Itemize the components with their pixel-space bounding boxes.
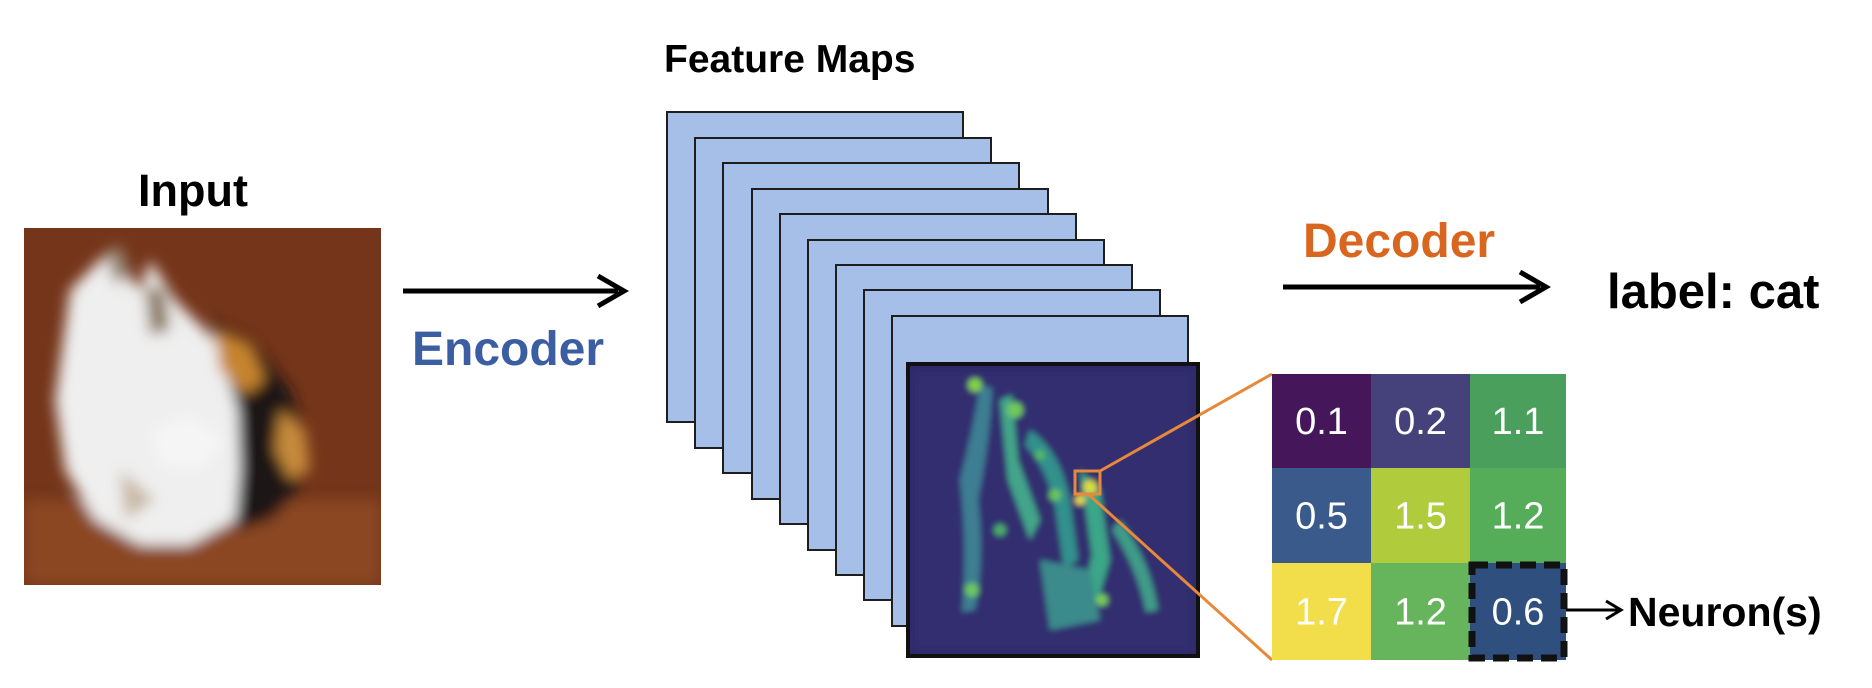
neuron-cell-value: 0.2 (1394, 401, 1447, 443)
neuron-cell-value: 1.5 (1394, 496, 1447, 538)
neuron-cell-value: 1.2 (1492, 496, 1545, 538)
decoder-label: Decoder (1303, 215, 1496, 268)
neuron-cell-value: 0.1 (1295, 401, 1348, 443)
zoom-region-marker (1073, 469, 1102, 496)
neuron-cell-value: 0.5 (1295, 496, 1348, 538)
neuron-cell-value: 1.1 (1492, 401, 1545, 443)
neuron-grid: 0.1 0.2 1.1 0.5 1.5 1.2 1.7 1.2 0.6 (1272, 374, 1568, 662)
input-title: Input (138, 165, 248, 216)
encoder-label: Encoder (412, 323, 605, 376)
neuron-cell (1371, 563, 1470, 660)
neuron-cell-value: 1.2 (1394, 592, 1447, 634)
neuron-cell (1371, 468, 1470, 563)
zoom-lines (1086, 372, 1274, 662)
output-label: label: cat (1607, 265, 1820, 319)
input-image (24, 228, 381, 585)
neuron-label: Neuron(s) (1628, 589, 1822, 635)
selected-neuron-outline (1468, 561, 1568, 662)
neuron-arrow (1566, 599, 1624, 621)
neuron-cell-value: 0.6 (1492, 592, 1545, 634)
neuron-cell (1470, 563, 1566, 660)
neuron-cell (1470, 374, 1566, 468)
encoder-arrow (403, 273, 630, 309)
neuron-cell-value: 1.7 (1295, 592, 1348, 634)
neuron-cell (1272, 374, 1371, 468)
feature-maps-title: Feature Maps (664, 38, 916, 81)
neuron-cell (1470, 468, 1566, 563)
neuron-cell (1272, 468, 1371, 563)
heatmap-feature-map (906, 362, 1200, 658)
neuron-cell (1272, 563, 1371, 660)
neuron-cell (1371, 374, 1470, 468)
decoder-arrow (1283, 269, 1552, 305)
